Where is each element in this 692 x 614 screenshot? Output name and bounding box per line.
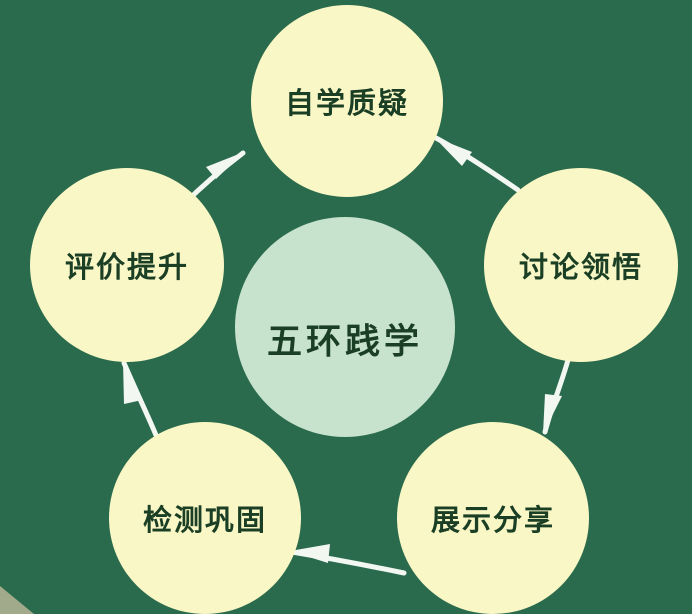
node-circle-presentation[interactable] bbox=[397, 422, 589, 614]
node-circle-evaluation[interactable] bbox=[30, 168, 224, 362]
arrows-group bbox=[121, 135, 571, 576]
corner-artifact bbox=[0, 586, 34, 614]
node-circle-testing[interactable] bbox=[109, 422, 301, 614]
node-circle-discussion[interactable] bbox=[484, 168, 678, 362]
node-circle-selfstudy[interactable] bbox=[251, 5, 443, 197]
center-circle bbox=[235, 217, 455, 437]
arrow-selfstudy-to-discussion bbox=[433, 135, 521, 193]
arrow-presentation-to-testing bbox=[289, 544, 407, 576]
arrow-testing-to-evaluation bbox=[121, 360, 161, 443]
arrow-discussion-to-presentation bbox=[542, 357, 571, 435]
